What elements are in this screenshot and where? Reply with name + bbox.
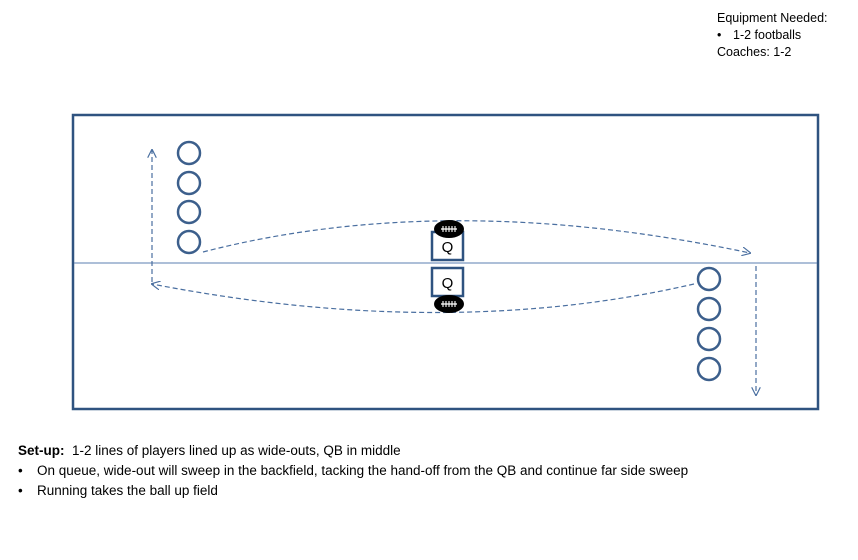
setup-bullets: • On queue, wide-out will sweep in the ba… — [18, 461, 718, 500]
qb-box — [430, 266, 465, 298]
player-circle — [176, 229, 202, 255]
setup-text: 1-2 lines of players lined up as wide-ou… — [64, 443, 401, 458]
sweep-route-bottom — [152, 284, 695, 314]
qb-bottom: Q — [430, 266, 465, 298]
setup-bullet: • On queue, wide-out will sweep in the ba… — [18, 461, 718, 480]
equipment-item: • 1-2 footballs — [717, 27, 828, 44]
qb-top: Q — [430, 230, 465, 262]
player-circle — [176, 140, 202, 166]
football-icon — [433, 219, 465, 239]
coaches-count: Coaches: 1-2 — [717, 45, 792, 59]
setup-bullet-text: Running takes the ball up field — [37, 483, 218, 498]
equipment-item-label: 1-2 footballs — [733, 28, 802, 42]
player-circle — [696, 296, 722, 322]
setup-summary: Set-up: 1-2 lines of players lined up as… — [18, 441, 718, 460]
equipment-heading: Equipment Needed: — [717, 11, 828, 25]
setup-bullet: • Running takes the ball up field — [18, 481, 718, 500]
setup-notes: Set-up: 1-2 lines of players lined up as… — [18, 441, 718, 501]
bullet-icon: • — [717, 28, 722, 42]
setup-title: Set-up: — [18, 443, 65, 458]
field-boundary — [71, 113, 820, 411]
football-icon — [433, 294, 465, 314]
qb-box — [430, 230, 465, 262]
player-circle — [696, 266, 722, 292]
equipment-panel: Equipment Needed: • 1-2 footballs Coaches… — [717, 10, 828, 61]
right-player-line — [696, 266, 722, 382]
left-player-line — [176, 140, 202, 255]
qb-label: Q — [442, 239, 454, 256]
player-circle — [696, 356, 722, 382]
player-circle — [176, 199, 202, 225]
player-circle — [696, 326, 722, 352]
bullet-icon: • — [18, 463, 23, 478]
bullet-icon: • — [18, 483, 23, 498]
qb-label: Q — [442, 275, 454, 292]
player-circle — [176, 170, 202, 196]
setup-bullet-text: On queue, wide-out will sweep in the bac… — [37, 463, 689, 478]
sweep-route-top — [202, 220, 750, 253]
